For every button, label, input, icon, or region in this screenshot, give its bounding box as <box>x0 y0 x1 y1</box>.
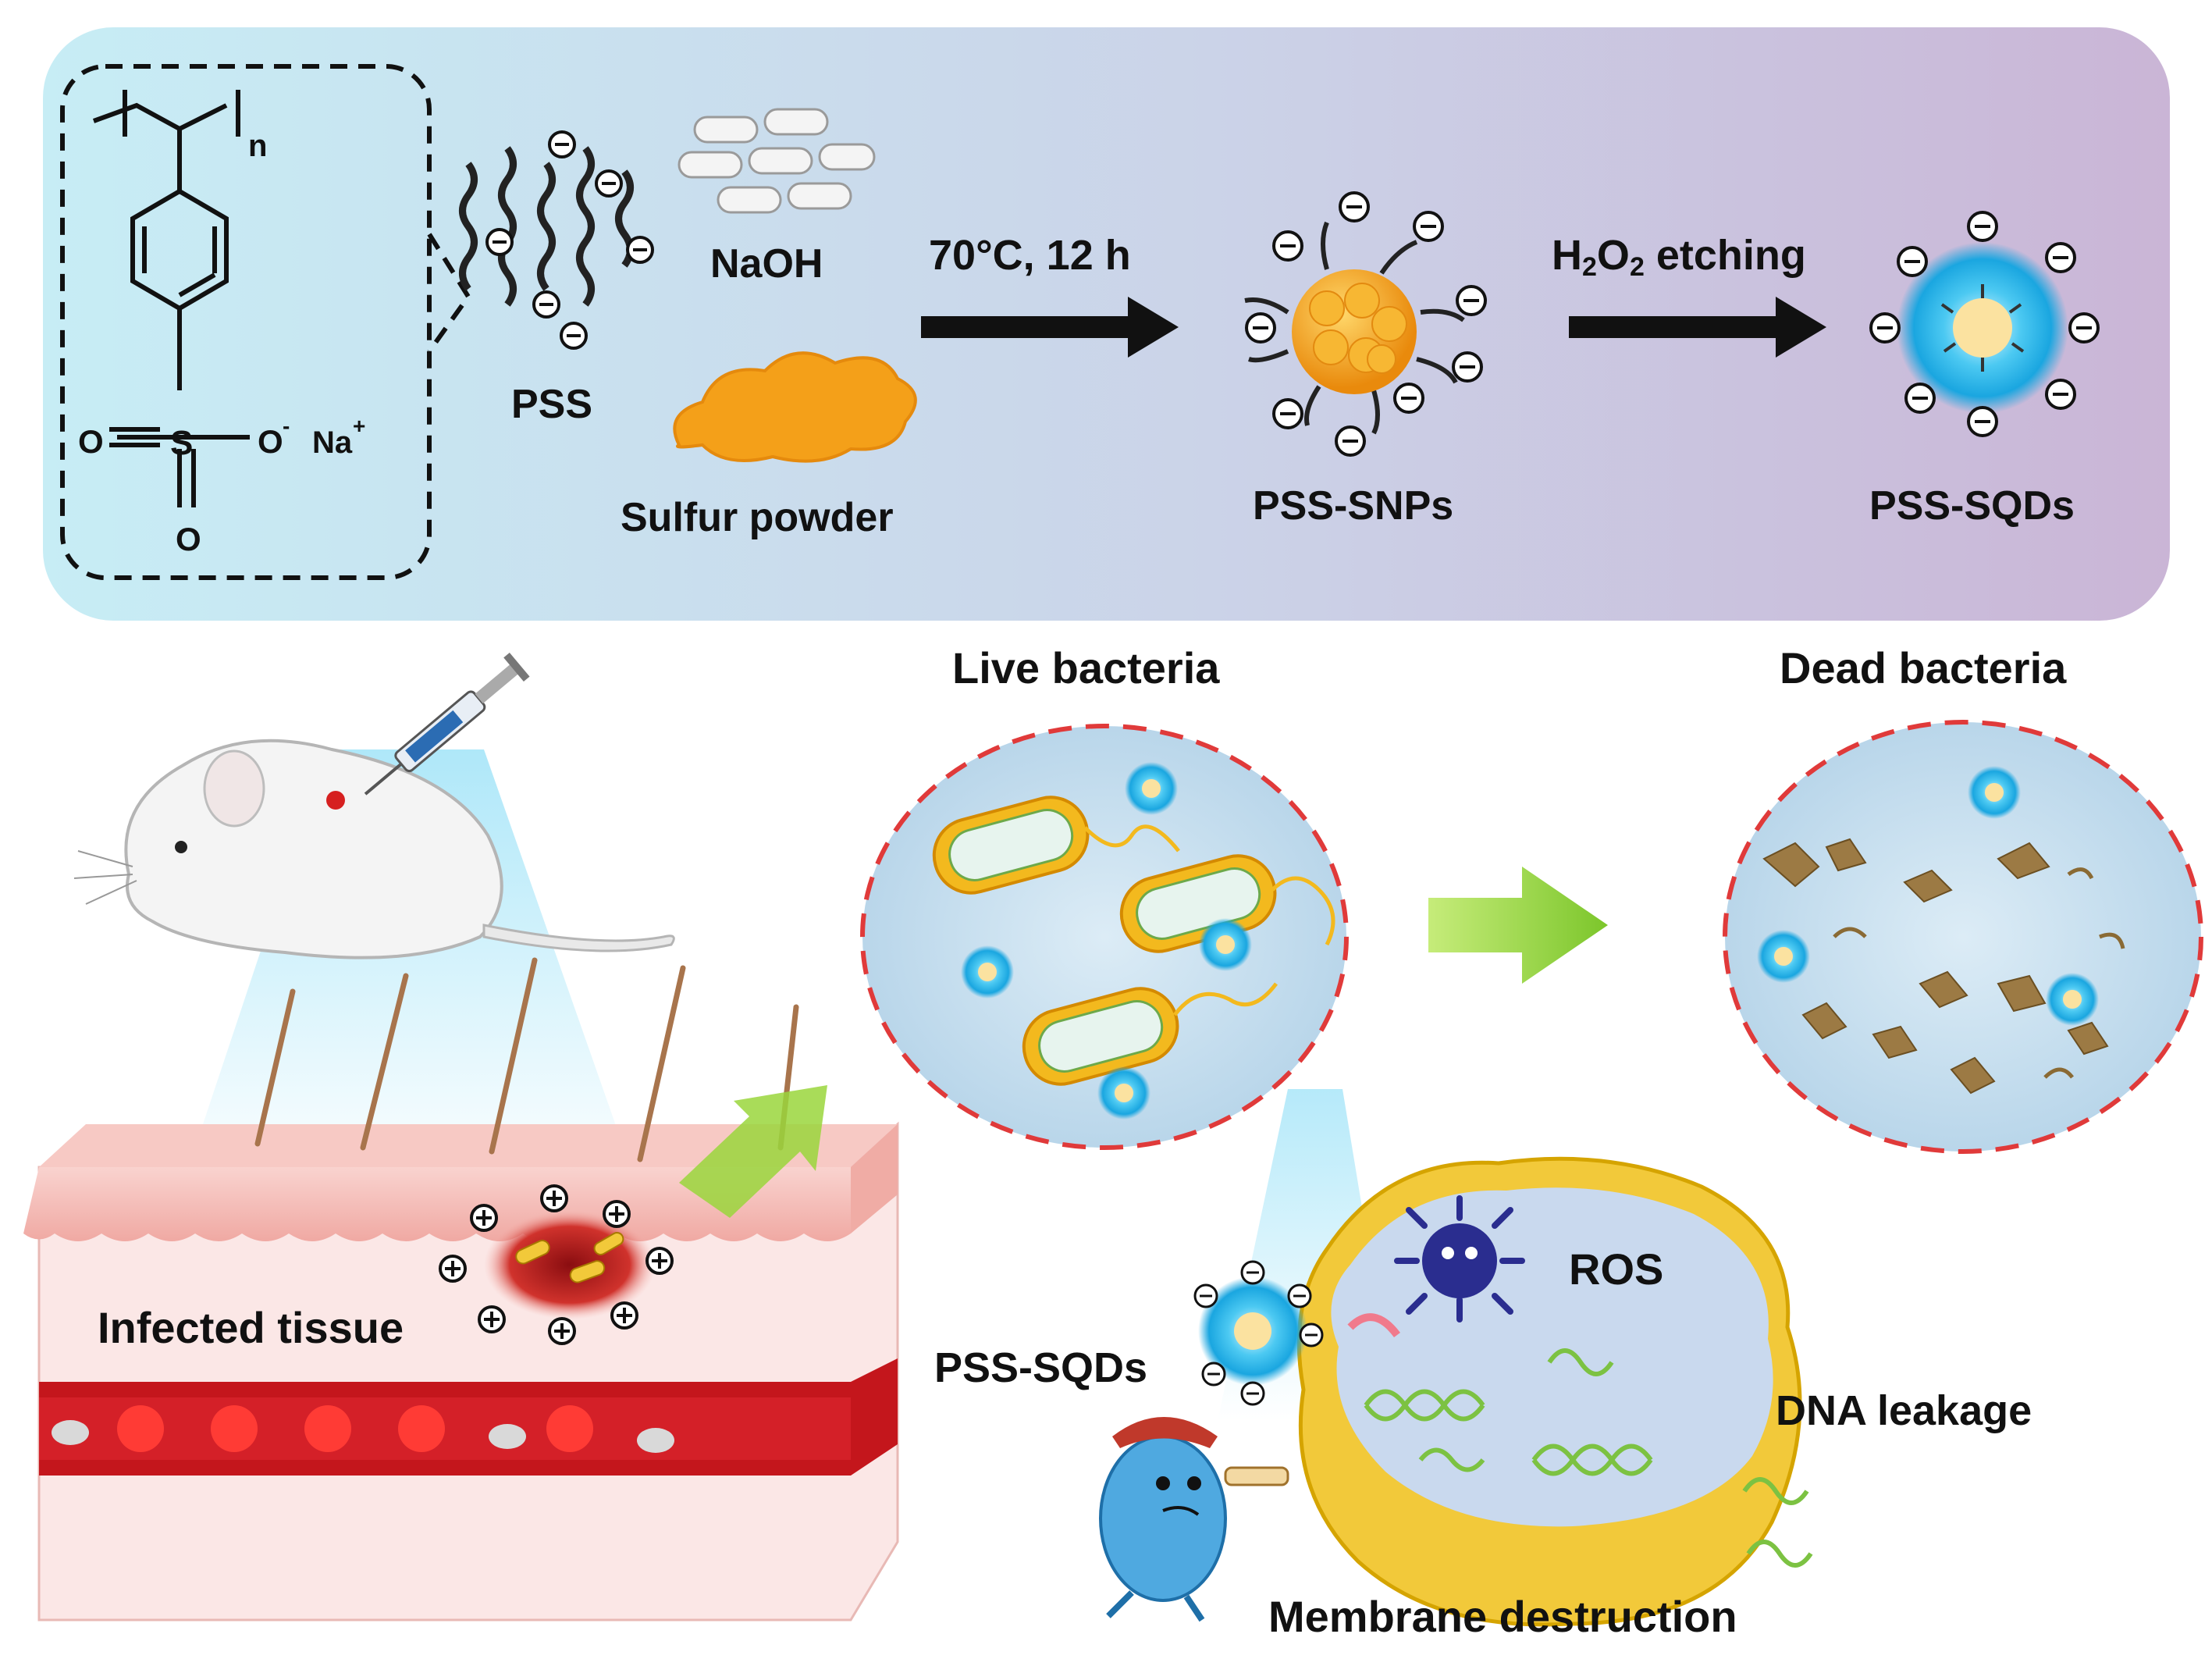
etching-label: H2O2 etching <box>1552 232 1806 282</box>
oxygen-minus-label: O <box>258 423 283 460</box>
pss-sqds-particle <box>1869 211 2100 437</box>
sulfur-powder-icon <box>673 351 917 463</box>
reaction-arrow <box>921 297 1179 358</box>
dead-bacteria-label: Dead bacteria <box>1780 643 2067 692</box>
pss-chains-icon <box>459 146 634 307</box>
dna-leakage-label: DNA leakage <box>1776 1387 2032 1434</box>
naoh-pellets-icon <box>677 108 876 214</box>
minus-superscript: - <box>283 414 290 438</box>
negative-charge-icons <box>485 130 654 350</box>
cartoon-character-icon <box>1099 1417 1289 1622</box>
naoh-label: NaOH <box>710 241 823 287</box>
pss-sqd-attacker <box>1193 1260 1324 1406</box>
bacterial-cell-closeup <box>1296 1156 1813 1627</box>
sulfur-atom-label: S <box>170 424 193 462</box>
syringe-icon <box>364 652 530 796</box>
plus-superscript: + <box>353 414 365 438</box>
attack-arrow <box>1347 1313 1400 1338</box>
reaction-condition-label: 70°C, 12 h <box>929 232 1131 279</box>
sulfur-powder-label: Sulfur powder <box>621 495 894 540</box>
pss-snps-particle <box>1244 191 1487 457</box>
polymer-n-label: n <box>248 129 267 163</box>
mouse-illustration <box>73 739 675 959</box>
live-bacteria-label: Live bacteria <box>952 643 1220 692</box>
membrane-destruction-label: Membrane destruction <box>1268 1592 1737 1641</box>
sqd-particle-icons <box>1757 766 2099 1026</box>
transition-arrow <box>1428 867 1608 984</box>
infected-tissue-label: Infected tissue <box>98 1303 404 1352</box>
live-bacteria-circle <box>860 724 1349 1150</box>
bracket-pointer <box>427 233 471 353</box>
sqd-particle-icons <box>961 762 1252 1120</box>
oxygen-left-label: O <box>78 423 104 460</box>
ros-icon <box>1394 1195 1525 1322</box>
monomer-dashed-box <box>60 64 432 580</box>
pss-sqds-bottom-label: PSS-SQDs <box>934 1344 1147 1391</box>
dna-strand-icons <box>1364 1348 1813 1568</box>
pss-structure <box>92 90 250 507</box>
dead-bacteria-circle <box>1723 720 2203 1154</box>
pss-sqds-top-label: PSS-SQDs <box>1869 483 2075 529</box>
synthesis-panel: n O S O O - Na + PSS <box>43 27 2170 621</box>
ros-label: ROS <box>1569 1244 1663 1294</box>
oxygen-bottom-label: O <box>176 521 201 557</box>
pss-label: PSS <box>511 382 592 427</box>
pss-snps-label: PSS-SNPs <box>1253 483 1453 529</box>
sodium-label: Na <box>312 425 353 460</box>
etching-arrow <box>1569 297 1826 358</box>
skin-tissue-illustration <box>23 957 899 1622</box>
